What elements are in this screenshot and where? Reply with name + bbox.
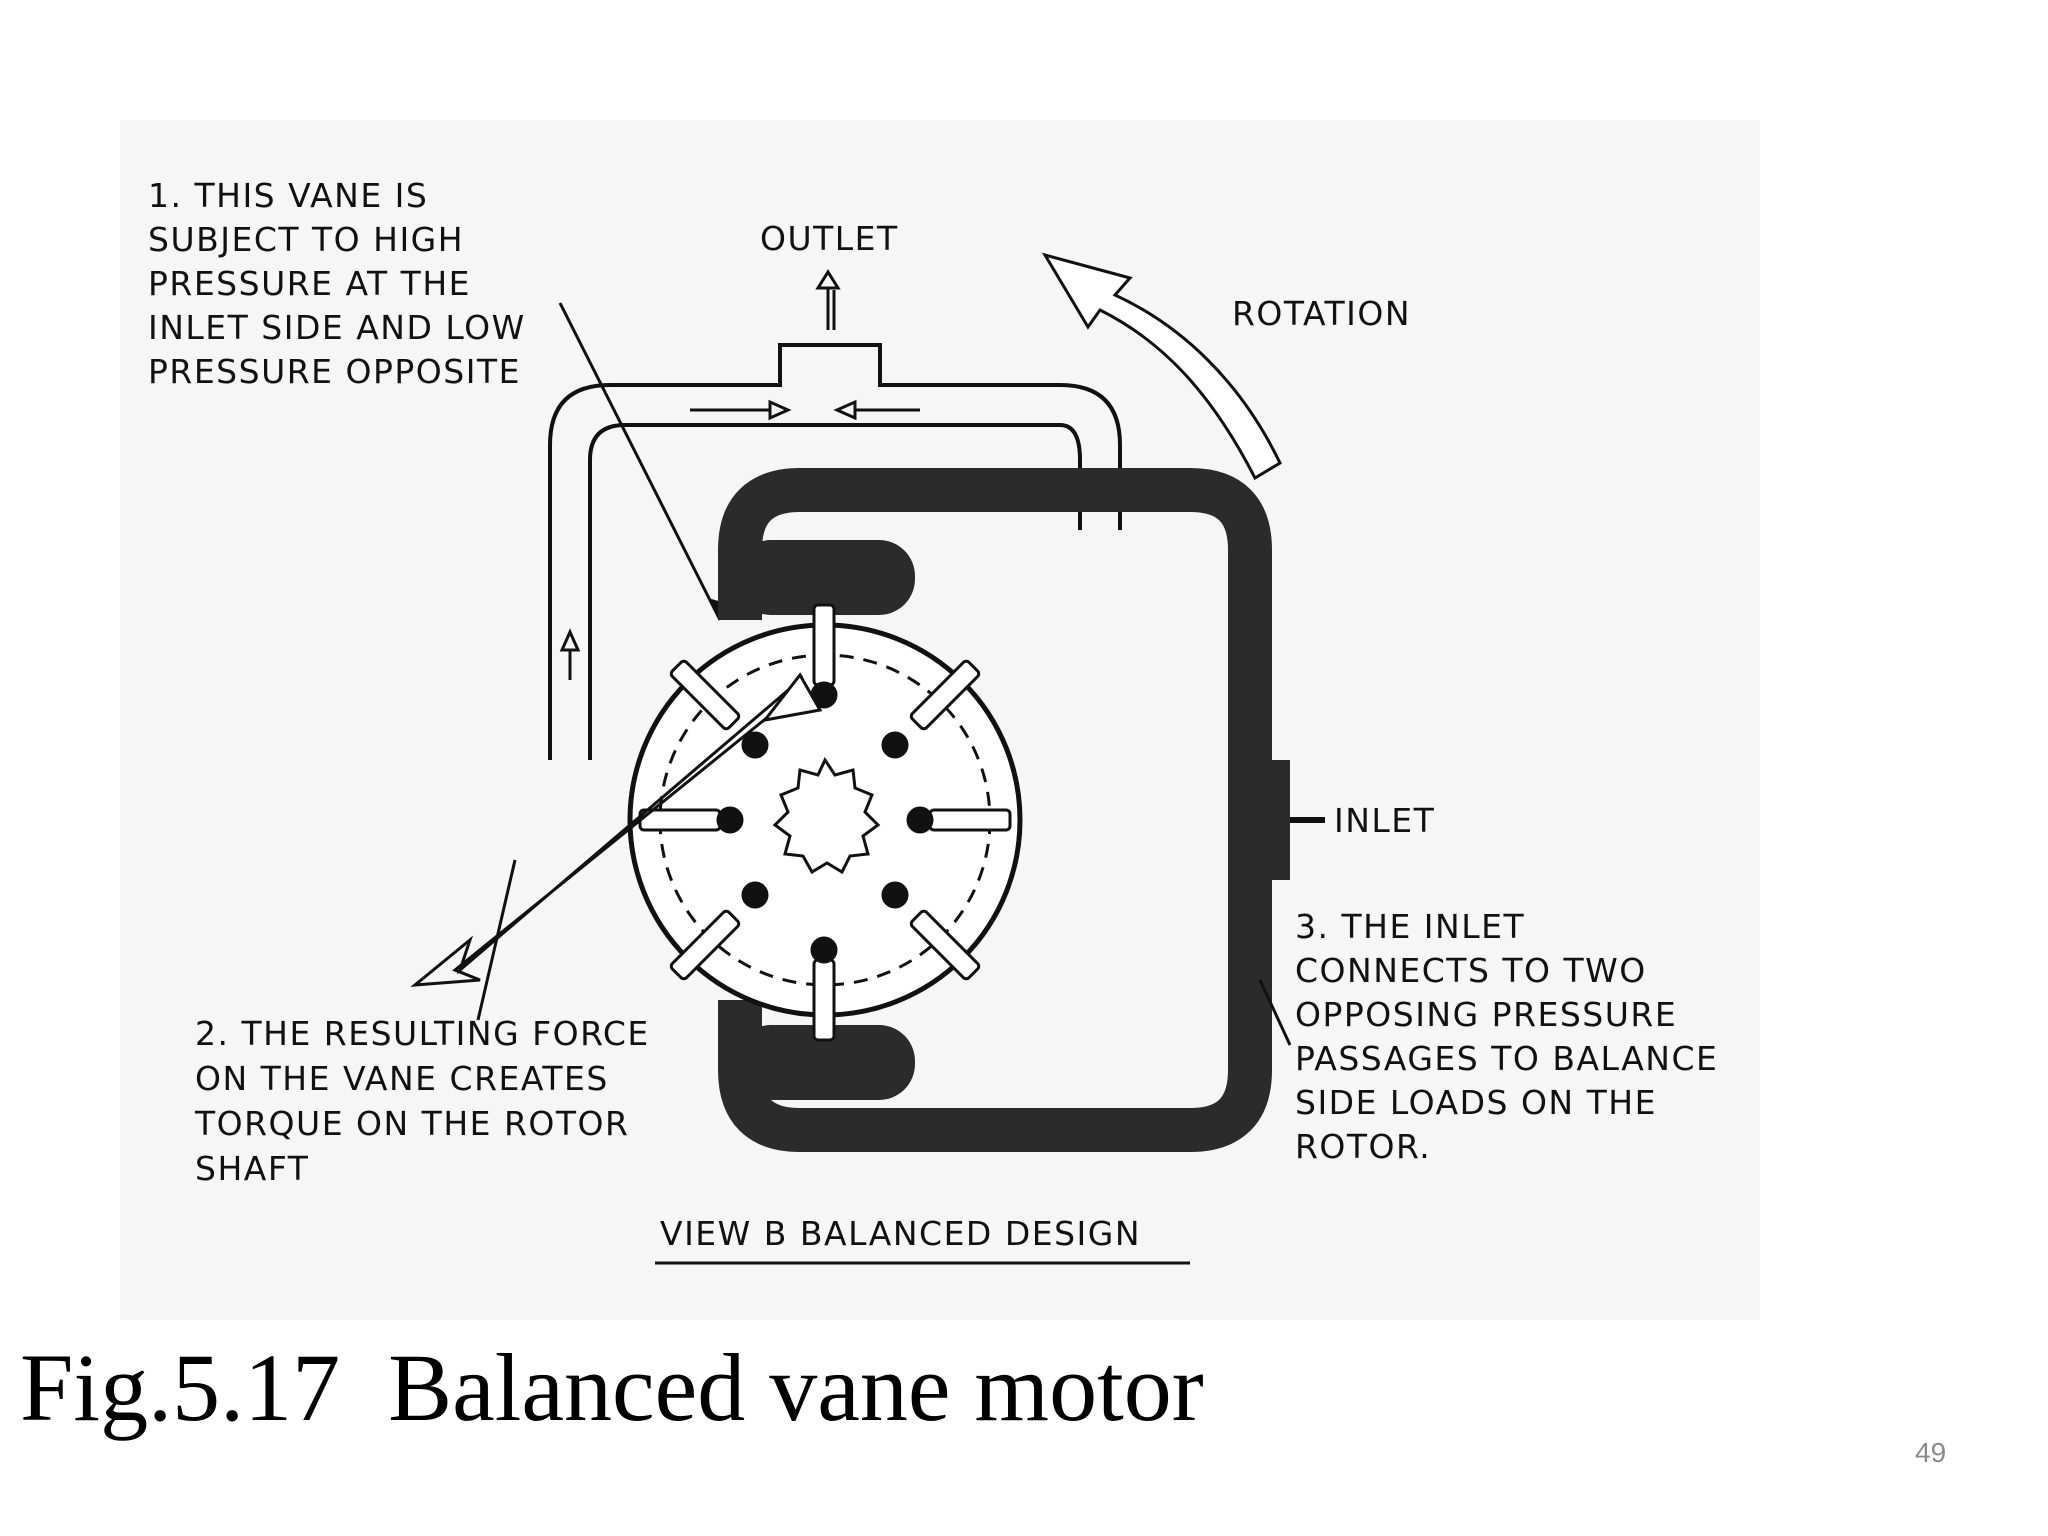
rotor-vanes [638, 603, 1012, 1042]
outlet-arrow-icon [815, 269, 841, 330]
vane-bottom-right [881, 881, 981, 981]
scanned-diagram: 1. THIS VANE IS SUBJECT TO HIGH PRESSURE… [120, 120, 1760, 1320]
inlet-boss [1250, 760, 1290, 880]
vane-motor-diagram: 1. THIS VANE IS SUBJECT TO HIGH PRESSURE… [148, 176, 1730, 1265]
note-3-leader [1258, 979, 1292, 1046]
vane-top-right [881, 659, 981, 759]
bottom-pressure-kidney [735, 1025, 915, 1100]
force-arrow-icon [410, 675, 804, 987]
splined-shaft [772, 756, 881, 875]
note-2-leader [476, 859, 517, 1021]
note-3-text: 3. THE INLET CONNECTS TO TWO OPPOSING PR… [1295, 907, 1730, 1166]
flow-arrow-right-icon [690, 399, 792, 421]
flow-arrow-left-icon [833, 399, 920, 421]
note-2-text: 2. THE RESULTING FORCE ON THE VANE CREAT… [194, 1014, 662, 1188]
top-pressure-kidney [735, 540, 915, 615]
flow-arrow-up-left-icon [559, 628, 581, 680]
outlet-passage-inner [588, 423, 1082, 760]
rotation-label: ROTATION [1232, 294, 1411, 333]
note-1-leader [558, 302, 722, 621]
figure-caption: Fig.5.17 Balanced vane motor [20, 1334, 1204, 1441]
page-number: 49 [1915, 1437, 1947, 1468]
outlet-label: OUTLET [760, 219, 899, 258]
vane-bottom [810, 936, 838, 1042]
vane-top [810, 603, 838, 709]
inlet-label: INLET [1334, 801, 1435, 840]
view-title: VIEW B BALANCED DESIGN [660, 1214, 1141, 1253]
vane-top-left [669, 659, 769, 759]
force-arrow-head-top-icon [761, 672, 823, 723]
outlet-passage-outer [548, 343, 1122, 760]
note-1-text: 1. THIS VANE IS SUBJECT TO HIGH PRESSURE… [148, 176, 538, 391]
rotation-arrow-icon [1041, 252, 1282, 481]
vane-right [906, 806, 1012, 834]
vane-left [638, 806, 744, 834]
vane-bottom-left [669, 881, 769, 981]
